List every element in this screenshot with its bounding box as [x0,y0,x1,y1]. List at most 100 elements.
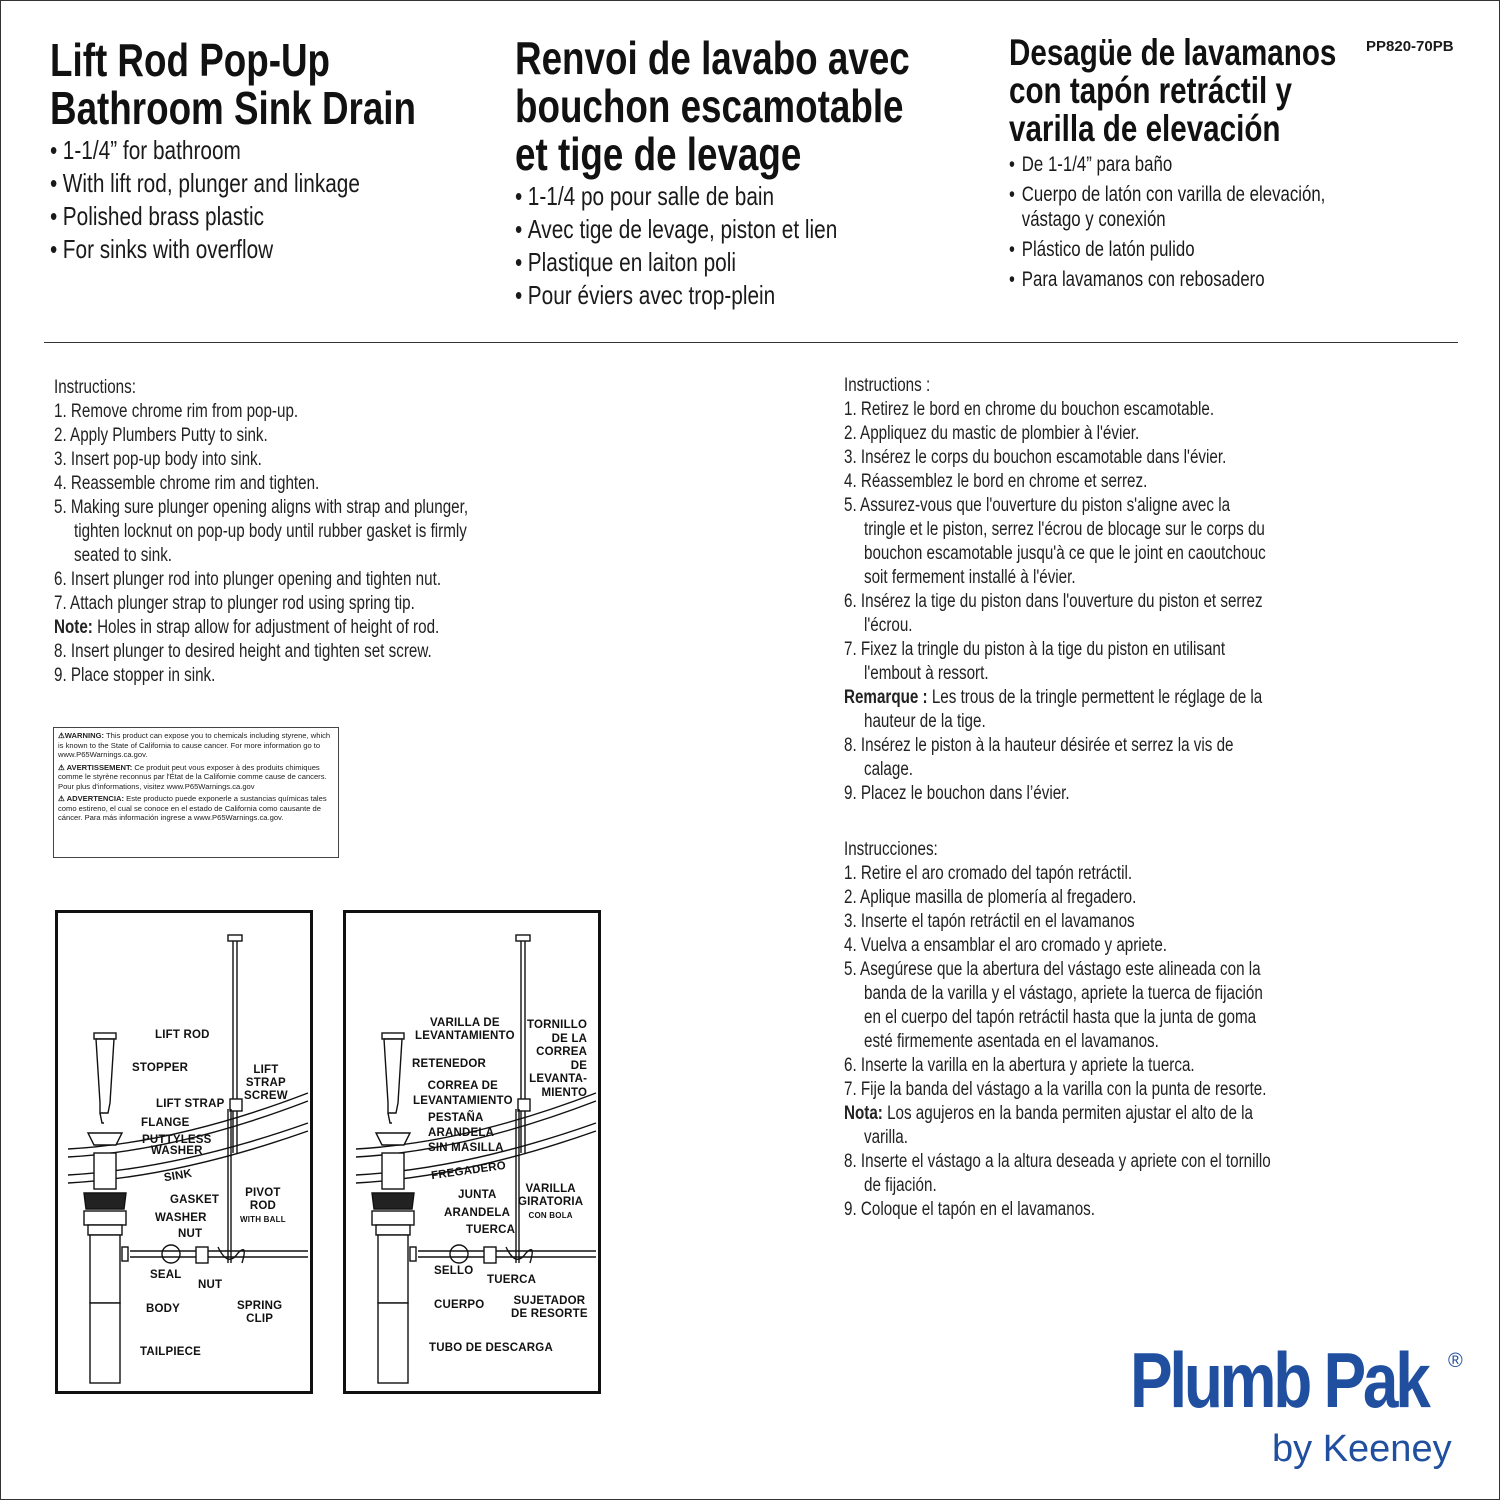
sku-number: PP820-70PB [1366,38,1454,55]
steps-list: 8. Inserte el vástago a la altura desead… [844,1150,1272,1222]
step-item: 8. Insert plunger to desired height and … [54,641,432,662]
steps-list: 8. Insert plunger to desired height and … [54,640,490,688]
instructions-french: Instructions : 1. Retirez le bord en chr… [844,374,1272,806]
step-item: 6. Insérez la tige du piston dans l'ouve… [844,591,1263,636]
instructions-english: Instructions: 1. Remove chrome rim from … [54,376,490,688]
note: Remarque : Les trous de la tringle perme… [844,686,1272,734]
pivot-nut [195,1246,209,1264]
spanish-header: Desagüe de lavamanos con tapón retráctil… [1009,32,1361,293]
title-line: Lift Rod Pop-Up [50,34,331,86]
bullet-item: Polished brass plastic [50,200,498,233]
label-line: WITH BALL [240,1215,286,1224]
warning-french: ⚠ AVERTISSEMENT: Ce produit peut vous ex… [58,763,334,792]
instructions-heading: Instrucciones: [844,839,938,860]
warning-spanish: ⚠ ADVERTENCIA: Este producto puede expon… [58,794,334,823]
label-line: SIN MASILLA [428,1142,504,1154]
note: Note: Holes in strap allow for adjustmen… [54,616,490,640]
step-item: 5. Making sure plunger opening aligns wi… [54,497,469,566]
label-line: CLIP [246,1313,274,1325]
english-bullets: 1-1/4” for bathroom With lift rod, plung… [50,134,498,266]
diagram-english [55,910,313,1394]
label-line: CORREA DE [427,1080,499,1092]
title-line: Renvoi de lavabo avec [515,32,910,84]
french-header: Renvoi de lavabo avec bouchon escamotabl… [515,34,963,312]
warning-label: ⚠ ADVERTENCIA: [58,794,125,803]
label-lift-strap: LIFT STRAP [156,1098,225,1110]
step-item: 6. Insert plunger rod into plunger openi… [54,569,442,590]
note-text: Holes in strap allow for adjustment of h… [92,617,440,638]
plumb-pak-logo: Plumb Pak ® by Keeney [1130,1340,1493,1470]
label-body: BODY [146,1303,181,1315]
title-line: Desagüe de lavamanos [1009,32,1337,73]
step-item: 9. Place stopper in sink. [54,665,216,686]
bullet-item: For sinks with overflow [50,233,498,266]
tailpiece [89,1302,121,1384]
note-label: Nota: [844,1103,883,1124]
stopper-cap [93,1032,117,1040]
label-line: TORNILLO [527,1019,588,1031]
warning-label: ⚠WARNING: [58,731,105,740]
tailpiece [377,1302,409,1384]
bullet-item: Plastique en laiton poli [515,246,963,279]
steps-list: 8. Insérez le piston à la hauteur désiré… [844,734,1272,806]
pop-up-body-upper [93,1152,117,1190]
label-stopper: STOPPER [132,1062,189,1074]
label-body: CUERPO [434,1299,485,1311]
note-label: Note: [54,617,93,638]
label-tailpiece: TUBO DE DESCARGA [429,1342,553,1354]
warning-label: ⚠ AVERTISSEMENT: [58,762,133,772]
label-line: PUTTYLESS [142,1134,212,1146]
lift-rod [232,941,238,1153]
sink-edge [67,1092,309,1150]
title-line: con tapón retráctil y [1009,70,1292,111]
stopper [383,1038,403,1114]
warning-text: Ce produit peut vous exposer à des produ… [58,762,327,791]
label-line: VARILLA [525,1183,576,1195]
title-line: varilla de elevación [1009,108,1281,149]
label-tailpiece: TAILPIECE [140,1346,202,1358]
bullet-item: Cuerpo de latón con varilla de elevación… [1009,182,1345,232]
pop-up-body-upper [381,1152,405,1190]
label-line: VARILLA DE [429,1017,500,1029]
lift-rod-knob [227,934,243,942]
bullet-item: 1-1/4 po pour salle de bain [515,180,963,213]
logo-registered-mark: ® [1448,1350,1463,1372]
label-line: DE RESORTE [511,1308,588,1320]
step-item: 1. Retirez le bord en chrome du bouchon … [844,399,1215,420]
label-line: PESTAÑA [428,1112,484,1124]
strap-screw [517,1098,531,1112]
nut [87,1224,123,1236]
step-item: 1. Retire el aro cromado del tapón retrá… [844,863,1133,884]
bullet-item: Plástico de latón pulido [1009,237,1345,262]
step-item: 4. Vuelva a ensamblar el aro cromado y a… [844,935,1168,956]
pivot-rod [130,1250,308,1258]
bullet-item: De 1-1/4” para baño [1009,152,1345,177]
drain-illustration [355,934,597,1384]
label-line: WASHER [150,1145,203,1157]
diagram-spanish [343,910,601,1394]
label-seal: SELLO [434,1265,474,1277]
pivot-nut [483,1246,497,1264]
note-text: Los agujeros en la banda permiten ajusta… [864,1103,1253,1148]
label-line: LEVANTAMIENTO [413,1095,513,1107]
bullet-item: Avec tige de levage, piston et lien [515,213,963,246]
step-item: 7. Fixez la tringle du piston à la tige … [844,639,1226,684]
label-lift-strap: CORREA DE LEVANTAMIENTO [413,1079,513,1109]
step-item: 6. Inserte la varilla en la abertura y a… [844,1055,1195,1076]
label-line: ROD [249,1200,276,1212]
pivot-ball [161,1244,181,1264]
flange [86,1132,124,1146]
stopper-cap [381,1032,405,1040]
step-item: 5. Assurez-vous que l'ouverture du pisto… [844,495,1266,588]
nut [375,1224,411,1236]
spring-clip [217,1246,245,1264]
step-item: 2. Aplique masilla de plomería al fregad… [844,887,1137,908]
steps-list: 1. Retire el aro cromado del tapón retrá… [844,862,1272,1102]
label-washer: ARANDELA [444,1207,511,1219]
